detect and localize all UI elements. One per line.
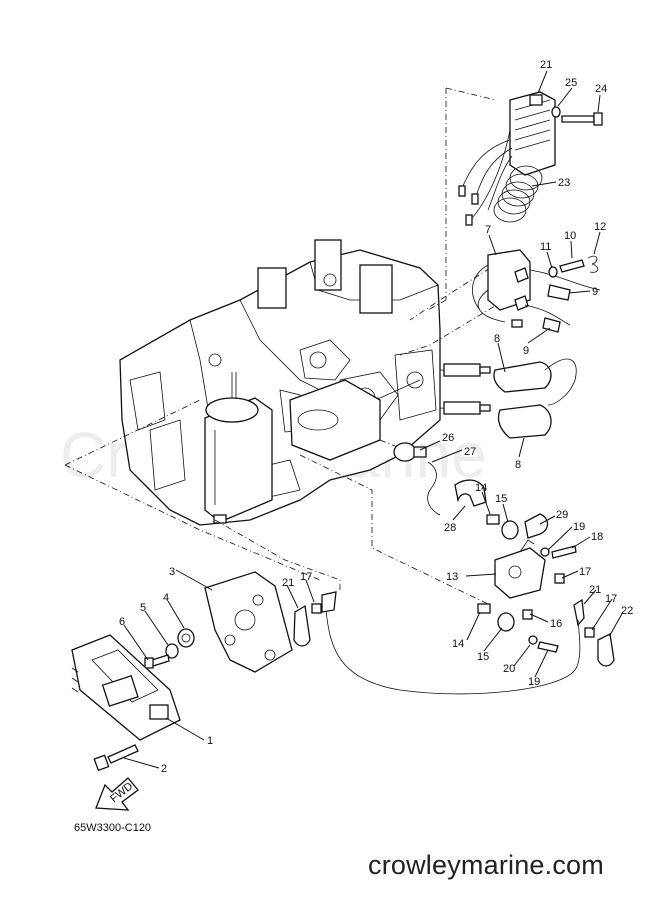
clamp-29 [524,513,549,539]
leader-lines [123,70,624,769]
bolts-18-washers-19 [528,545,577,653]
callout-8a: 8 [494,333,500,345]
callout-9b: 9 [523,345,529,357]
callout-14a: 14 [475,482,487,494]
callout-28: 28 [444,522,456,534]
callout-16: 16 [550,618,562,630]
callout-17a: 17 [579,566,591,578]
sensor-26-27-28 [393,442,487,516]
callout-4: 4 [163,592,169,604]
callout-15a: 15 [495,493,507,505]
spring-23 [493,165,543,223]
callout-5: 5 [140,602,146,614]
bolt-10-washer-11-clip-12 [548,255,599,278]
grommets-4-5 [165,628,195,659]
callout-17b: 17 [605,593,617,605]
callout-numbers: 21 25 24 23 7 10 11 12 9 9 8 8 26 27 28 … [119,59,633,775]
callout-7: 7 [485,224,491,236]
callout-24: 24 [595,83,607,95]
ignition-coil-body [289,379,381,461]
callout-18b: 19 [528,676,540,688]
callout-20: 21 [589,584,601,596]
callout-18a: 18 [591,531,603,543]
callout-29: 29 [556,509,568,521]
callout-3: 3 [169,566,175,578]
callout-6: 6 [119,616,125,628]
bushing-14-grommet-15 [477,514,519,632]
callout-22: 21 [540,59,552,71]
ignition-coils [472,249,601,333]
callout-19a: 19 [573,521,585,533]
terminal-20 [573,598,585,627]
bolt-24-washer-25 [551,106,603,126]
bolt-2 [93,744,139,772]
rectifier-regulator [458,91,556,226]
callout-10: 10 [564,230,576,242]
bolt-6 [144,654,170,669]
callout-14b: 14 [452,638,464,650]
callout-13: 13 [446,571,458,583]
callout-12: 12 [594,221,606,233]
callout-23: 23 [558,177,570,189]
plug-caps-21 [293,604,615,667]
callout-2: 2 [161,763,167,775]
cable-wire [321,591,581,695]
callout-9a: 9 [592,286,598,298]
callout-11: 11 [540,241,551,253]
callout-8b: 8 [515,459,521,471]
callout-15b: 15 [477,651,489,663]
callout-26: 26 [442,432,454,444]
site-name: crowleymarine.com [368,850,604,880]
engine-block [119,239,441,526]
callout-1: 1 [207,735,213,747]
gasket-3 [204,571,293,673]
spark-plugs [443,363,491,415]
diagram-code: 65W3300-C120 [74,822,152,834]
callout-27: 27 [464,446,476,458]
callout-19b: 20 [503,663,515,675]
plug-cap-hoses [493,358,577,439]
bracket-13 [494,539,546,599]
fwd-arrow: FWD [95,777,139,811]
callout-17c: 17 [300,571,312,583]
starter-motor [204,372,273,524]
cdi-unit-1 [71,634,181,741]
assembly-lines [64,87,506,606]
callout-25: 25 [565,77,577,89]
callout-21b: 22 [621,605,633,617]
callout-21a: 21 [282,577,294,589]
